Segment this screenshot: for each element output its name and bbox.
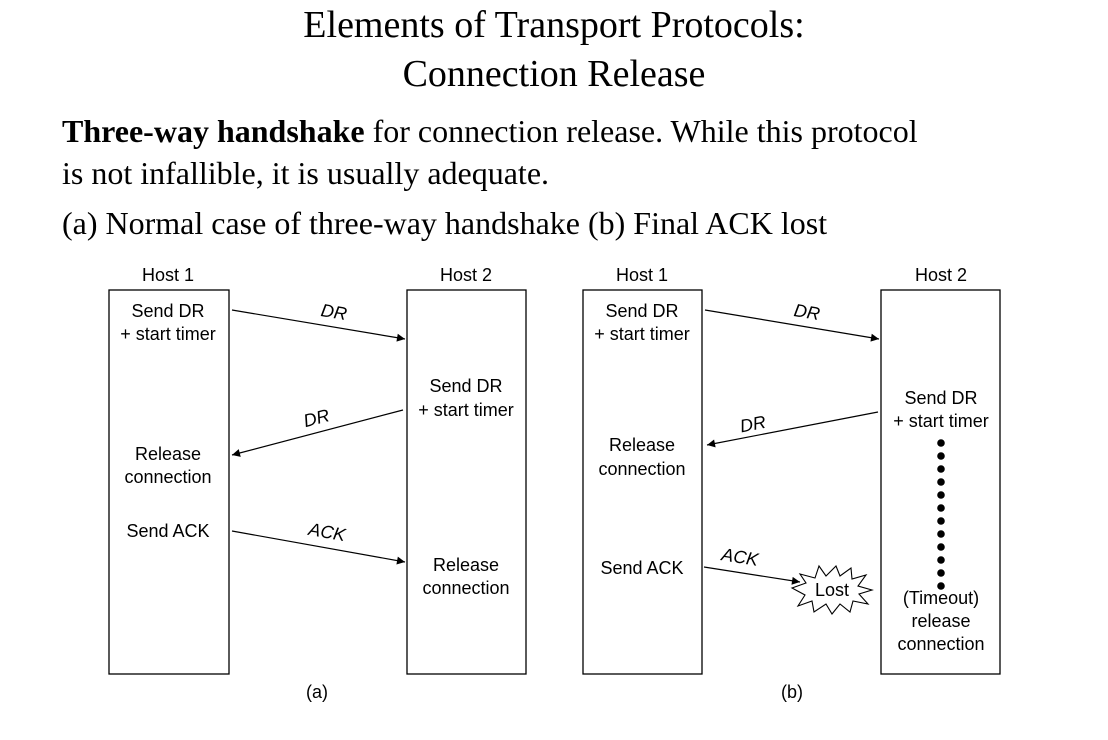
b-dr-arrow-1 xyxy=(704,309,880,342)
intro-line-1-rest: for connection release. While this proto… xyxy=(364,113,918,149)
b-caption: (b) xyxy=(781,682,803,702)
b-host2-timeout: (Timeout) xyxy=(903,588,979,608)
intro-bold-term: Three-way handshake xyxy=(62,113,365,149)
a-host1-release: Release xyxy=(135,444,201,464)
b-ack-arrow xyxy=(703,566,801,585)
b-timeout-dotted-line xyxy=(937,439,945,590)
a-host1-label: Host 1 xyxy=(142,265,194,285)
b-host1-send-dr: Send DR xyxy=(605,301,678,321)
a-dr-arrow-1 xyxy=(231,309,406,342)
a-dr-label-2: DR xyxy=(301,405,331,431)
b-host1-send-ack: Send ACK xyxy=(600,558,683,578)
a-host2-start-timer: + start timer xyxy=(418,400,514,420)
a-ack-label: ACK xyxy=(306,519,348,545)
a-host1-start-timer: + start timer xyxy=(120,324,216,344)
diagram-b: Host 1 Host 2 Send DR + start timer Rele… xyxy=(582,265,1001,702)
a-host2-release: Release xyxy=(433,555,499,575)
lost-starburst-icon xyxy=(790,564,874,615)
diagram-a: Host 1 Host 2 Send DR + start timer Rele… xyxy=(108,265,527,702)
b-host2-release: release xyxy=(911,611,970,631)
a-caption: (a) xyxy=(306,682,328,702)
b-host2-label: Host 2 xyxy=(915,265,967,285)
a-host2-connection: connection xyxy=(422,578,509,598)
a-dr-label-1: DR xyxy=(320,300,349,324)
b-dr-arrow-2 xyxy=(706,411,879,448)
b-ack-label: ACK xyxy=(719,544,761,570)
slide-title-line-1: Elements of Transport Protocols: xyxy=(303,4,805,46)
a-host1-send-dr: Send DR xyxy=(131,301,204,321)
b-host2-send-dr: Send DR xyxy=(904,388,977,408)
a-host1-connection: connection xyxy=(124,467,211,487)
a-host2-label: Host 2 xyxy=(440,265,492,285)
intro-line-1: Three-way handshake for connection relea… xyxy=(62,111,918,151)
a-host2-send-dr: Send DR xyxy=(429,376,502,396)
intro-line-3: (a) Normal case of three-way handshake (… xyxy=(62,205,828,241)
b-host1-connection: connection xyxy=(598,459,685,479)
b-host2-connection: connection xyxy=(897,634,984,654)
intro-line-2: is not infallible, it is usually adequat… xyxy=(62,155,550,191)
a-ack-arrow xyxy=(231,530,406,565)
b-host1-label: Host 1 xyxy=(616,265,668,285)
b-host1-timeline xyxy=(582,289,703,675)
b-dr-label-2: DR xyxy=(738,412,767,437)
a-host1-send-ack: Send ACK xyxy=(126,521,209,541)
b-host2-start-timer: + start timer xyxy=(893,411,989,431)
b-host1-release: Release xyxy=(609,435,675,455)
a-host1-timeline xyxy=(108,289,230,675)
a-host2-timeline xyxy=(406,289,527,675)
b-lost-label: Lost xyxy=(815,580,849,600)
a-dr-arrow-2 xyxy=(231,409,404,457)
b-dr-label-1: DR xyxy=(793,300,822,324)
slide-title-line-2: Connection Release xyxy=(402,53,706,95)
b-host1-start-timer: + start timer xyxy=(594,324,690,344)
